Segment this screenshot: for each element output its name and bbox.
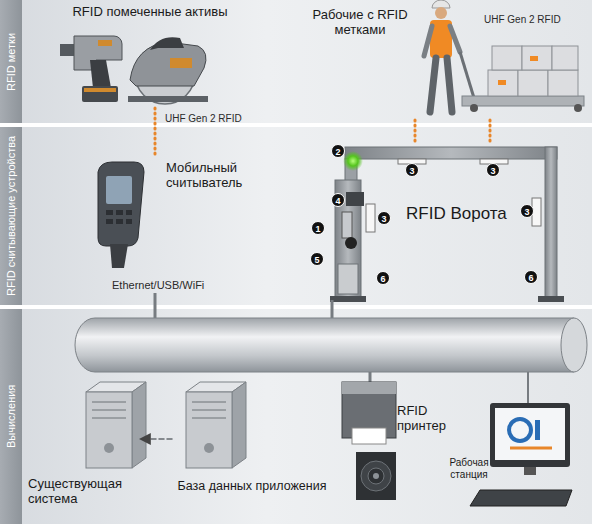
protocol-label: UHF Gen 2 RFID [484,14,561,25]
node-caption: Рабочие с RFID метками [306,8,414,38]
callout-number: 5 [310,252,324,266]
node-caption: RFID принтер [397,404,459,434]
server-node: Существующая система [28,379,140,519]
data-flow-arrow [140,438,172,440]
workstation-node: Рабочая станция [428,399,585,524]
printer-node: RFID принтер [335,374,460,509]
node-caption: База данных приложения [172,479,332,493]
callout-number: 3 [486,163,500,177]
node-caption: RFID помеченные активы [55,5,245,20]
callout-number: 6 [524,270,538,284]
callout-number: 4 [331,193,345,207]
node-caption: RFID Ворота [406,204,530,224]
node-caption: Рабочая станция [433,457,505,480]
band-label: RFID метки [0,0,22,123]
rfid-gate: RFID Ворота [320,142,560,307]
interface-label: Ethernet/USB/WiFi [112,279,204,291]
callout-number: 2 [331,144,345,158]
layer-band: ВычисленияСуществующая система База данны… [0,309,592,526]
rfid-signal-line [154,108,157,157]
callout-number: 3 [377,211,391,225]
asset-group: RFID помеченные активы [50,0,250,108]
callout-number: 3 [520,204,534,218]
callout-number: 1 [311,221,325,235]
node-caption: Существующая система [28,477,140,507]
callout-number: 3 [405,163,419,177]
band-label: RFID считывающие устройства [0,127,22,305]
band-label: Вычисления [0,309,22,524]
protocol-label: UHF Gen 2 RFID [165,113,242,124]
database-node: База данных приложения [172,379,332,509]
rfid-signal-line [415,120,490,142]
layer-band: RFID считывающие устройства Мобильный счи… [0,127,592,307]
reader-device: Мобильный считыватель [90,157,260,275]
node-caption: Мобильный считыватель [166,161,258,191]
callout-number: 6 [376,271,390,285]
